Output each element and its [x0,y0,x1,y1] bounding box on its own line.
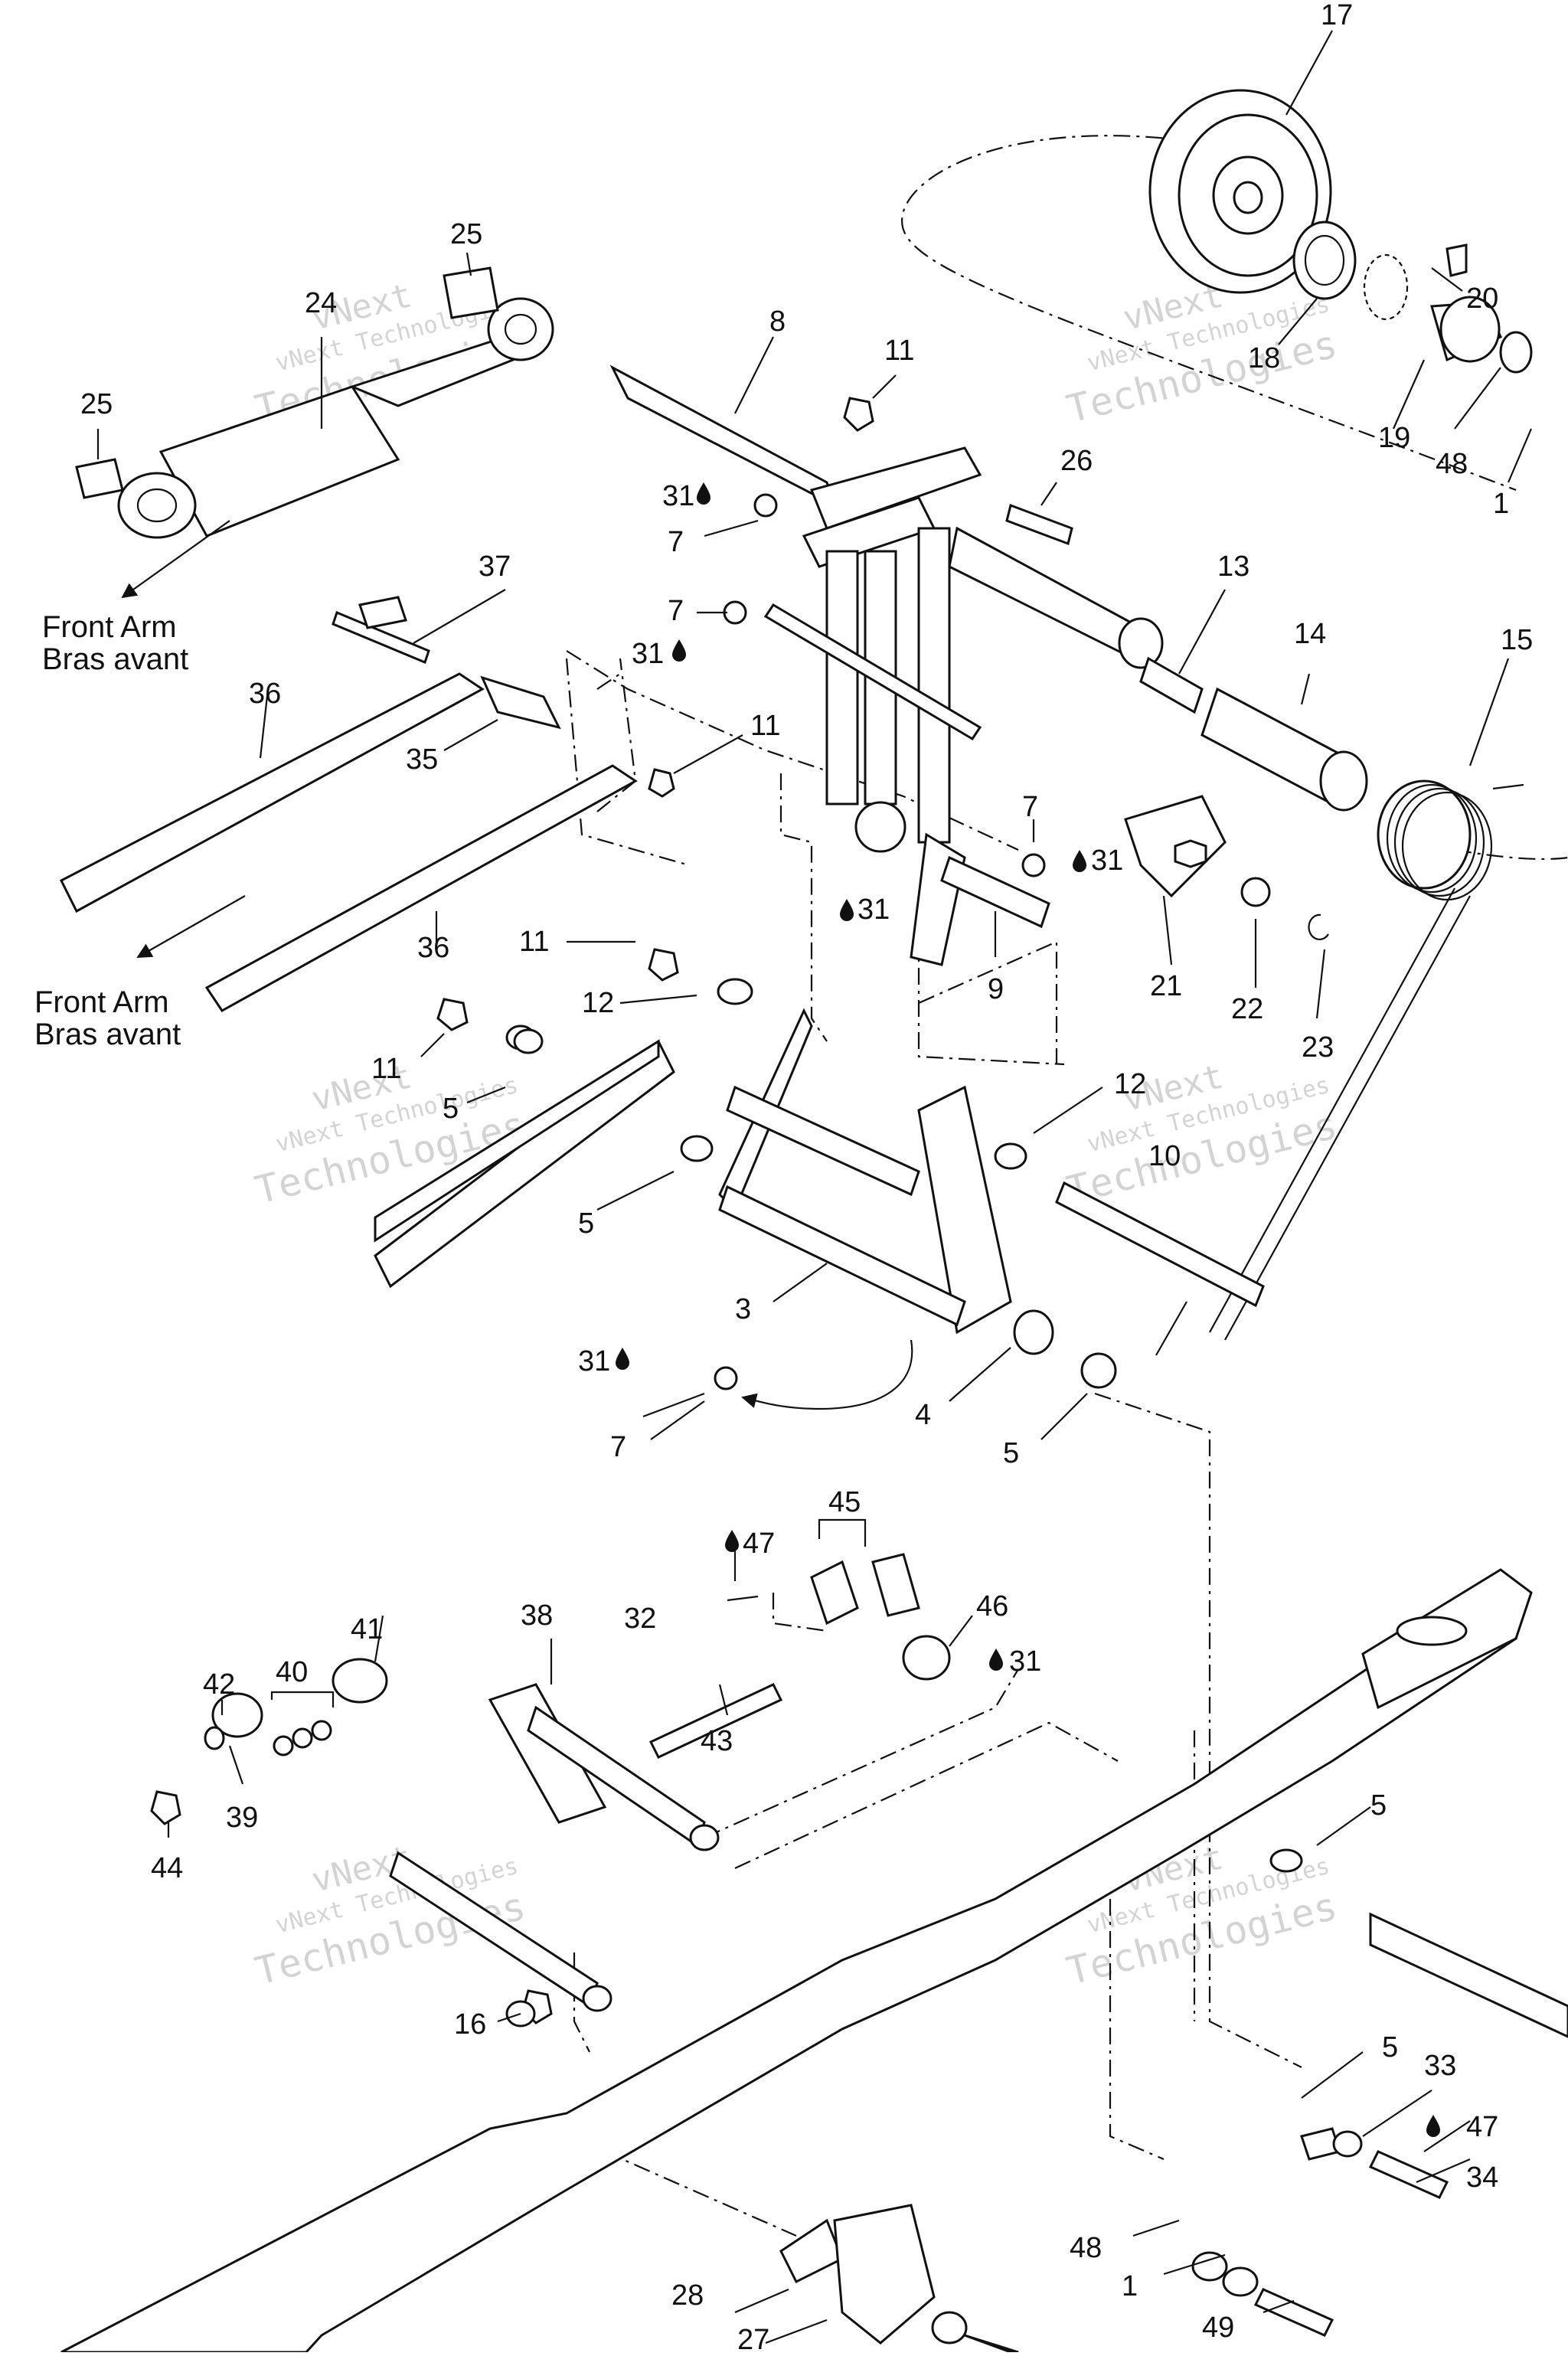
callout-31: 31 [662,480,694,512]
callout-21: 21 [1150,970,1182,1002]
svg-text:Bras avant: Bras avant [42,642,188,676]
front-arm-caption-1: Front Arm Bras avant [42,610,188,676]
callout-5: 5 [1370,1789,1387,1822]
callout-27: 27 [737,2324,769,2352]
callout-28: 28 [671,2279,704,2312]
callout-32: 32 [624,1603,656,1635]
callout-12: 12 [582,987,614,1019]
callout-9: 9 [988,973,1004,1005]
callout-7: 7 [668,595,684,627]
callout-22: 22 [1231,993,1263,1025]
callout-1: 1 [1493,488,1509,520]
callout-37: 37 [479,551,511,583]
shock-absorber [75,266,554,539]
lubricant-drop-icon [840,899,854,921]
lubricant-drop-icon [725,1530,739,1552]
callout-25: 25 [80,388,113,420]
rear-axle-assembly [150,1553,951,2024]
spacer-and-spring [1200,687,1524,1341]
callout-34: 34 [1466,2162,1498,2194]
callout-numbers: 17 20 18 19 48 1 25 24 25 8 11 26 31 7 7… [80,0,1533,2356]
callout-5: 5 [578,1207,594,1240]
callout-26: 26 [1060,445,1093,477]
lubricant-drop-icon [1073,850,1086,872]
fasteners [358,397,1073,1390]
callout-13: 13 [1217,551,1250,583]
front-crossbar [374,1008,1265,1389]
callout-11: 11 [884,335,914,367]
callout-47: 47 [743,1528,775,1560]
callout-31: 31 [1091,845,1123,877]
callout-25: 25 [450,218,482,250]
callout-36: 36 [249,678,281,710]
callout-31: 31 [1009,1645,1041,1678]
callout-35: 35 [406,743,438,776]
callout-31: 31 [578,1345,610,1377]
callout-5: 5 [443,1093,459,1125]
callout-48: 48 [1070,2232,1102,2264]
callout-14: 14 [1294,618,1326,650]
callout-39: 39 [226,1802,258,1834]
callout-1: 1 [1122,2270,1138,2302]
leader-lines [96,30,1533,2345]
callout-42: 42 [203,1668,235,1701]
callout-4: 4 [915,1399,931,1431]
callout-24: 24 [305,287,337,319]
callout-31: 31 [858,894,890,926]
lubricant-drop-icon [989,1649,1003,1671]
callout-43: 43 [701,1725,733,1757]
callout-7: 7 [610,1431,626,1463]
callout-5: 5 [1003,1437,1019,1469]
callout-17: 17 [1321,0,1353,31]
front-arm-links [59,610,753,1051]
callout-36: 36 [417,932,449,964]
callout-33: 33 [1424,2050,1456,2082]
slide-rail [60,1568,1568,2354]
lubricant-drop-icon [1426,2115,1440,2137]
callout-44: 44 [151,1852,183,1884]
lubricant-drop-icon [697,482,710,505]
callout-11: 11 [519,926,549,958]
svg-text:Front Arm: Front Arm [34,985,169,1019]
callout-16: 16 [454,2008,486,2041]
callout-46: 46 [976,1590,1008,1622]
rear-arm-frame [609,364,1204,966]
callout-20: 20 [1466,283,1498,315]
callout-15: 15 [1501,624,1533,656]
callout-10: 10 [1148,1140,1181,1172]
callout-3: 3 [735,1293,751,1325]
callout-48: 48 [1436,448,1468,480]
callout-31: 31 [632,638,664,670]
callout-8: 8 [769,306,786,338]
lubricant-drop-icon [672,639,686,662]
callout-19: 19 [1378,422,1410,454]
callout-49: 49 [1202,2312,1234,2344]
lubricant-drop-icon [616,1348,629,1370]
callout-11: 11 [750,710,780,742]
callout-40: 40 [276,1656,308,1688]
callout-23: 23 [1302,1031,1334,1064]
callout-12: 12 [1114,1068,1146,1100]
adjuster-block [1124,795,1329,940]
callout-47: 47 [1466,2111,1498,2143]
callout-41: 41 [351,1613,383,1645]
callout-11: 11 [371,1053,401,1085]
callout-7: 7 [668,526,684,558]
svg-text:Front Arm: Front Arm [42,610,177,644]
callout-7: 7 [1022,791,1038,823]
svg-text:Bras avant: Bras avant [34,1018,181,1051]
callout-38: 38 [521,1600,553,1632]
idler-wheel [1148,89,1533,374]
front-arm-caption-2: Front Arm Bras avant [34,985,181,1051]
callout-5: 5 [1382,2031,1398,2064]
callout-18: 18 [1248,342,1280,374]
callout-45: 45 [828,1486,861,1518]
